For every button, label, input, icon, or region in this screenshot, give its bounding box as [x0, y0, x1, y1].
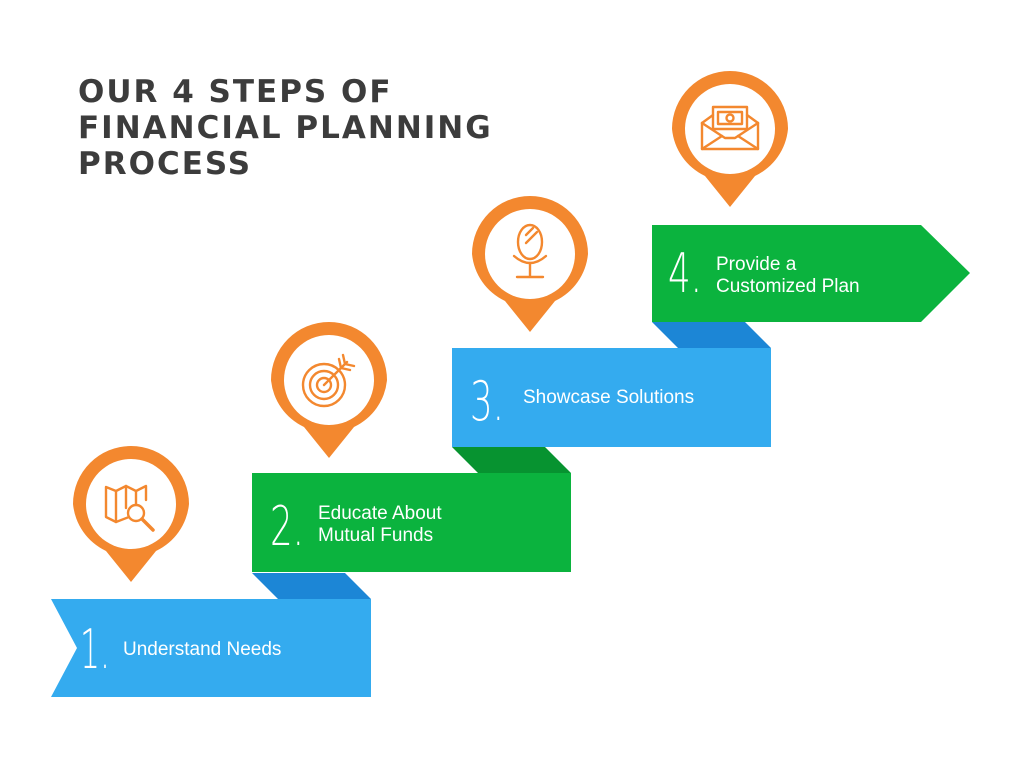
step-1-number: 1. [80, 618, 110, 681]
title-line-3: PROCESS [78, 146, 253, 182]
step-3: 3. Showcase Solutions [452, 348, 771, 447]
map-search-icon [104, 484, 155, 532]
page-title: OUR 4 STEPS OF FINANCIAL PLANNING PROCES… [78, 74, 493, 182]
pin-step-3-inner [485, 209, 575, 299]
step-2-band [252, 473, 571, 572]
step-3-band [452, 348, 771, 447]
pin-step-4 [672, 71, 788, 207]
step-3-label: Showcase Solutions [523, 387, 694, 408]
step-1: 1. Understand Needs [51, 599, 371, 697]
title-line-1: OUR 4 STEPS OF [78, 74, 393, 110]
step-2-label-line-2: Mutual Funds [318, 525, 433, 546]
title-line-2: FINANCIAL PLANNING [78, 110, 493, 146]
mirror-icon [512, 223, 548, 279]
step-2-number: 2. [270, 495, 304, 558]
step-4-number: 4. [668, 242, 702, 305]
step-4-band [652, 225, 970, 322]
fold-connector-2-3 [452, 447, 571, 473]
step-2: 2. Educate About Mutual Funds [252, 473, 571, 572]
step-3-number: 3. [470, 370, 504, 433]
step-4-label-line-1: Provide a [716, 254, 797, 275]
fold-connector-1-2 [252, 573, 371, 599]
step-1-band [51, 599, 371, 697]
pin-step-1-inner [86, 459, 176, 549]
pin-step-1 [73, 446, 189, 582]
fold-connector-3-4 [652, 322, 771, 348]
step-1-label: Understand Needs [123, 639, 281, 660]
step-2-label-line-1: Educate About [318, 503, 442, 524]
pin-step-3 [472, 196, 588, 332]
target-arrow-icon [301, 353, 356, 408]
pin-step-2 [271, 322, 387, 458]
step-4-label-line-2: Customized Plan [716, 276, 860, 297]
money-envelope-icon [700, 105, 760, 151]
step-4: 4. Provide a Customized Plan [652, 225, 970, 322]
